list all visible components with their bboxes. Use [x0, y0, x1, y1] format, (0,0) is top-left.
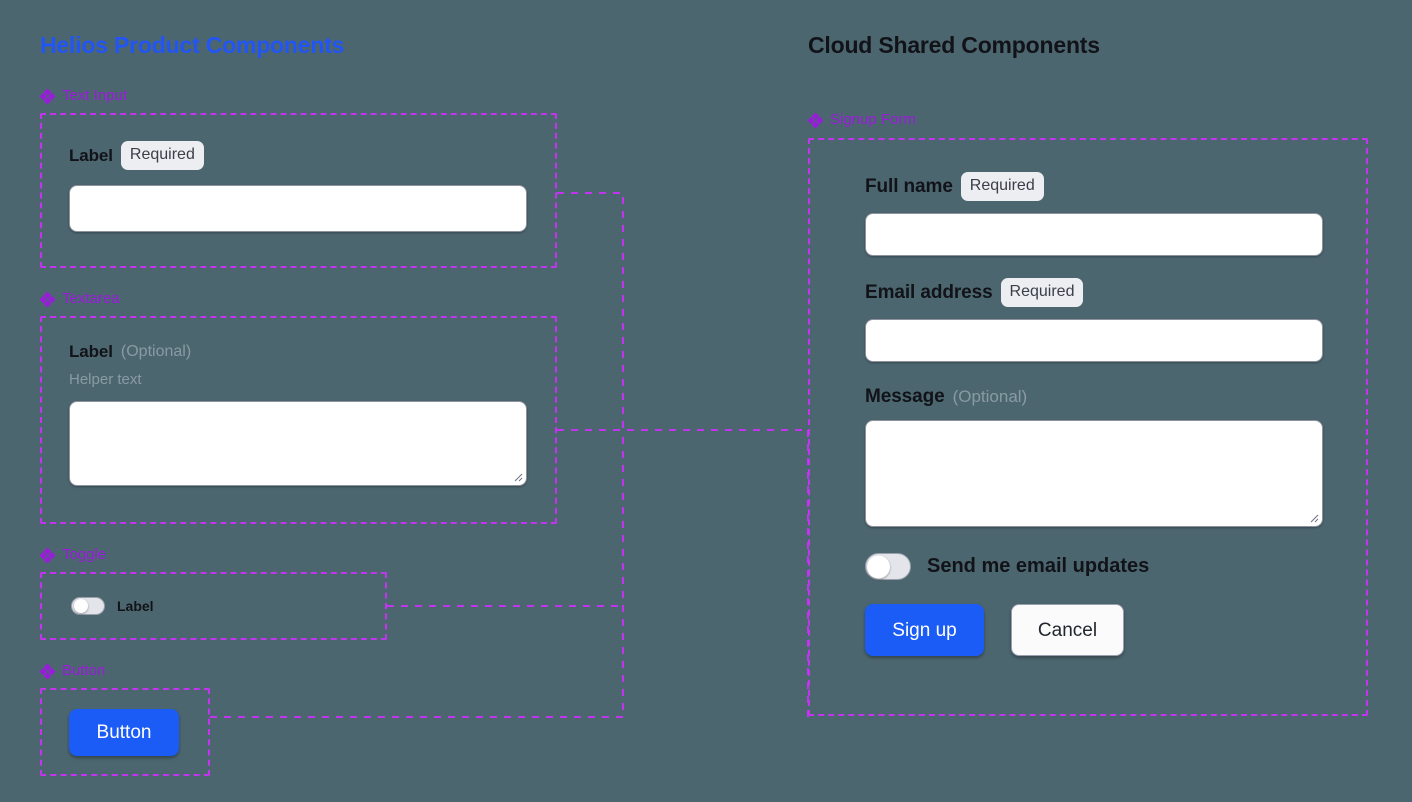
- section-label-text: Button: [62, 662, 106, 679]
- components-diamond-icon: [40, 88, 55, 104]
- components-diamond-icon: [808, 112, 823, 128]
- component-frame-textarea: Label (Optional) Helper text: [40, 316, 557, 524]
- field-label-row: Label Required: [69, 141, 555, 170]
- field-label: Email address: [865, 281, 993, 303]
- field-label: Full name: [865, 175, 953, 197]
- section-label-text: Signup Form: [830, 111, 916, 128]
- section-label-textarea: Textarea: [40, 290, 600, 308]
- resize-grip-icon[interactable]: [1307, 511, 1319, 523]
- field-label-row: Email address Required: [865, 278, 1366, 307]
- required-badge: Required: [120, 141, 204, 170]
- page-title-right: Cloud Shared Components: [808, 32, 1100, 58]
- component-frame-signup-form: Full name Required Email address Require…: [808, 138, 1368, 716]
- field-label: Label: [69, 145, 113, 165]
- section-label-toggle: Toggle: [40, 546, 600, 564]
- field-label-row: Message (Optional): [865, 386, 1366, 408]
- demo-button[interactable]: Button: [69, 708, 179, 756]
- components-diamond-icon: [40, 547, 55, 563]
- resize-grip-icon[interactable]: [511, 470, 523, 482]
- components-diamond-icon: [40, 663, 55, 679]
- message-textarea[interactable]: [865, 420, 1323, 527]
- email-updates-toggle[interactable]: [865, 553, 911, 580]
- component-frame-text-input: Label Required: [40, 113, 557, 268]
- form-actions: Sign up Cancel: [865, 604, 1366, 656]
- optional-hint: (Optional): [120, 343, 192, 360]
- cancel-button[interactable]: Cancel: [1011, 604, 1124, 656]
- right-column: Cloud Shared Components Signup Form Full…: [808, 30, 1378, 716]
- components-diamond-icon: [40, 291, 55, 307]
- email-updates-label: Send me email updates: [927, 555, 1150, 577]
- text-input-field[interactable]: [69, 185, 527, 232]
- form-field-full-name: Full name Required: [865, 172, 1366, 256]
- toggle-label: Label: [117, 598, 154, 614]
- field-label: Label: [69, 342, 113, 361]
- section-label-text-input: Text Input: [40, 87, 600, 105]
- form-field-email-address: Email address Required: [865, 278, 1366, 362]
- toggle-knob: [867, 555, 890, 578]
- toggle-knob: [74, 599, 88, 613]
- component-frame-button: Button: [40, 688, 210, 776]
- email-updates-toggle-row: Send me email updates: [865, 553, 1366, 580]
- section-label-text: Toggle: [62, 546, 107, 563]
- page-title-left: Helios Product Components: [40, 32, 345, 58]
- form-field-message: Message (Optional): [865, 386, 1366, 527]
- section-label-text: Textarea: [62, 290, 120, 307]
- field-label: Message: [865, 386, 945, 407]
- left-column: Helios Product Components Text Input Lab…: [40, 30, 600, 776]
- textarea-field-wrapper[interactable]: [69, 401, 527, 486]
- full-name-input[interactable]: [865, 213, 1323, 256]
- required-badge: Required: [1000, 278, 1084, 307]
- sign-up-button[interactable]: Sign up: [865, 604, 984, 656]
- section-label-text: Text Input: [62, 87, 128, 104]
- required-badge: Required: [960, 172, 1044, 201]
- helper-text: Helper text: [69, 371, 142, 388]
- optional-hint: (Optional): [952, 387, 1028, 406]
- field-label-row: Label (Optional): [69, 342, 555, 362]
- email-address-input[interactable]: [865, 319, 1323, 362]
- component-frame-toggle: Label: [40, 572, 387, 640]
- section-label-button: Button: [40, 662, 600, 680]
- section-label-signup-form: Signup Form: [808, 111, 1378, 129]
- field-label-row: Full name Required: [865, 172, 1366, 201]
- toggle-switch[interactable]: [71, 597, 105, 615]
